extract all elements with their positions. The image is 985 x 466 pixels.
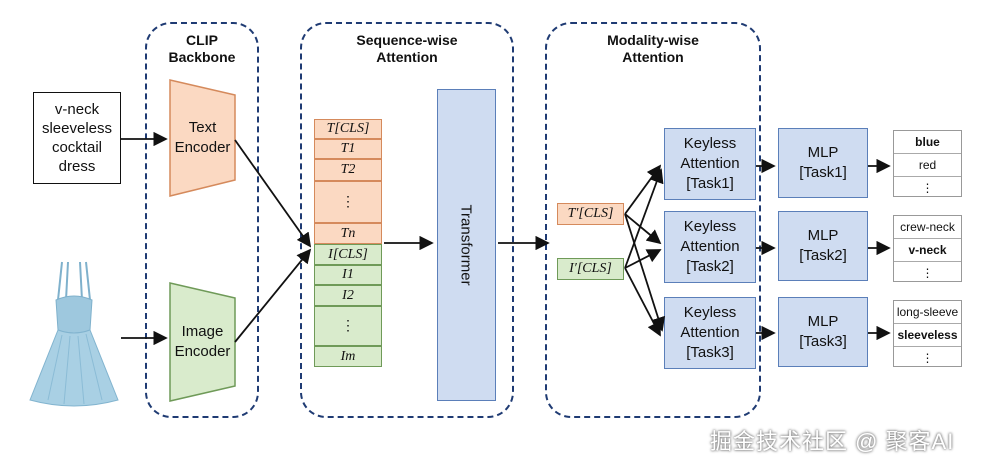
sequence-attention-title: Sequence-wise Attention	[356, 32, 458, 65]
output-task2-item1: v-neck	[894, 239, 961, 262]
keyless-attention-task3: Keyless Attention [Task3]	[664, 297, 756, 369]
output-list-task1: blue red ⋮	[893, 130, 962, 197]
input-text-box: v-neck sleeveless cocktail dress	[33, 92, 121, 184]
output-task3-item1: sleeveless	[894, 324, 961, 347]
mlp-task1: MLP [Task1]	[778, 128, 868, 198]
output-task1-item1: red	[894, 154, 961, 177]
mlp-task3: MLP [Task3]	[778, 297, 868, 367]
clip-backbone-title: CLIP Backbone	[168, 32, 236, 65]
token-t-dots: ⋮	[314, 181, 382, 223]
text-encoder-label: Text Encoder	[174, 119, 231, 156]
cls-output-image: I′[CLS]	[557, 258, 624, 280]
cls-output-text: T′[CLS]	[557, 203, 624, 225]
token-i-dots: ⋮	[314, 306, 382, 346]
token-t1: T1	[314, 139, 382, 159]
output-task3-item2: ⋮	[921, 351, 934, 365]
output-task1-item2: ⋮	[921, 181, 934, 195]
image-encoder-label: Image Encoder	[174, 323, 231, 360]
token-i1: I1	[314, 265, 382, 285]
transformer-block	[437, 89, 496, 401]
output-task3-item0: long-sleeve	[894, 301, 961, 324]
mlp-task2: MLP [Task2]	[778, 211, 868, 281]
token-t-cls: T[CLS]	[314, 119, 382, 139]
token-im: Im	[314, 346, 382, 367]
keyless-attention-task2: Keyless Attention [Task2]	[664, 211, 756, 283]
output-list-task3: long-sleeve sleeveless ⋮	[893, 300, 962, 367]
modality-attention-title: Modality-wise Attention	[607, 32, 699, 65]
token-i-cls: I[CLS]	[314, 244, 382, 265]
watermark-text: 掘金技术社区 @ 聚客AI	[710, 429, 955, 454]
output-task2-item2: ⋮	[921, 266, 934, 280]
transformer-label: Transformer	[457, 204, 475, 286]
output-task2-item0: crew-neck	[894, 216, 961, 239]
token-t2: T2	[314, 159, 382, 181]
keyless-attention-task1: Keyless Attention [Task1]	[664, 128, 756, 200]
modality-attention-section	[545, 22, 761, 418]
token-tn: Tn	[314, 223, 382, 244]
output-list-task2: crew-neck v-neck ⋮	[893, 215, 962, 282]
dress-icon	[29, 261, 119, 407]
token-i2: I2	[314, 285, 382, 306]
output-task1-item0: blue	[894, 131, 961, 154]
